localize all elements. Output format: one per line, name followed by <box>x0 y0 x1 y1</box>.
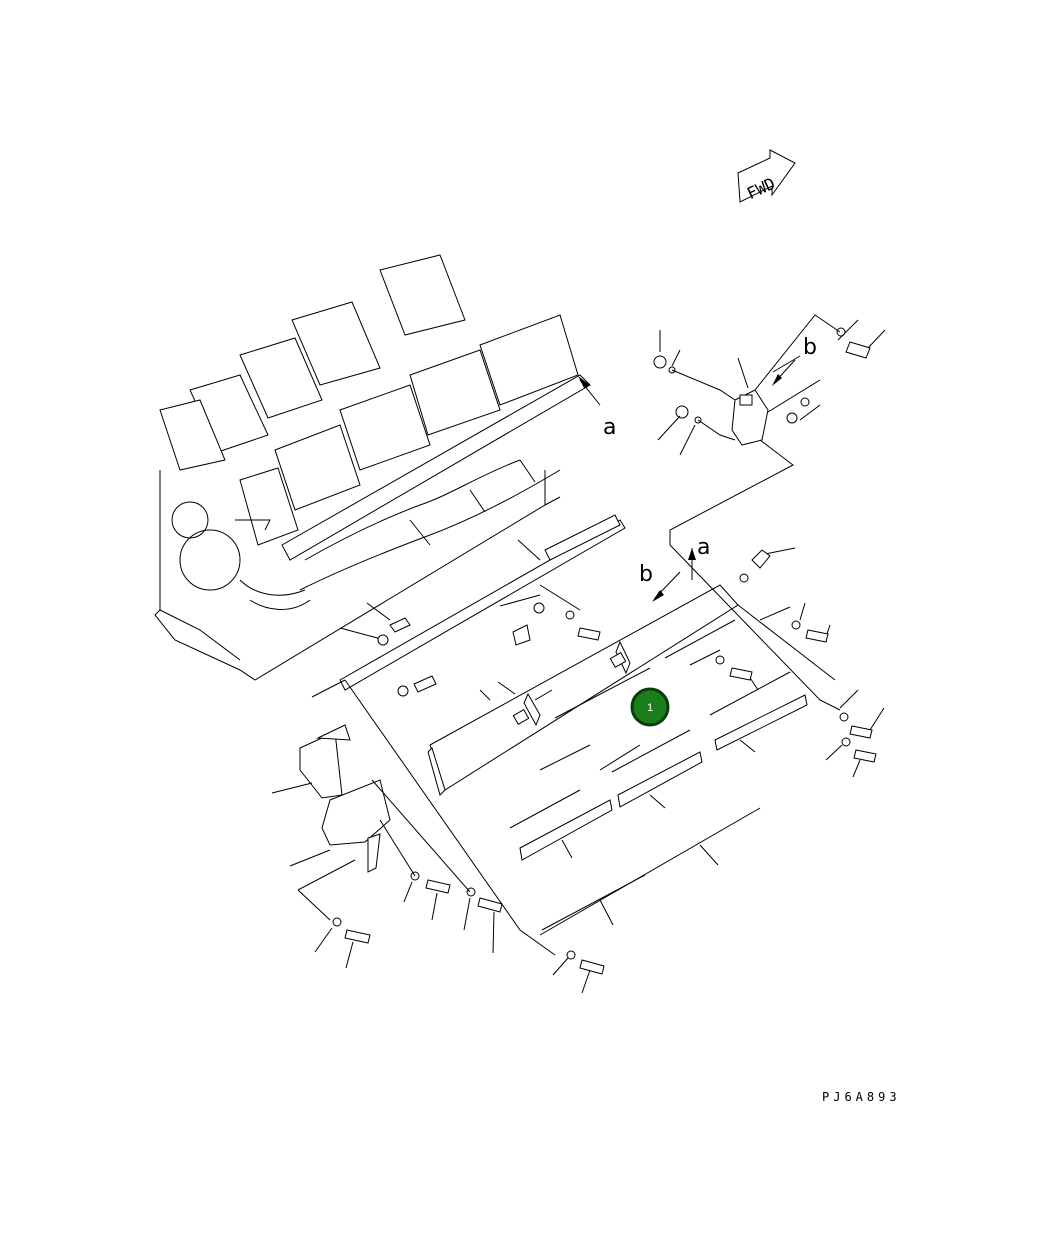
callout-b-lower: b <box>639 562 653 587</box>
lower-left-shields <box>271 689 885 994</box>
callout-arrows <box>578 359 796 602</box>
part-marker-1[interactable]: 1 <box>630 687 670 727</box>
drawing-code: PJ6A893 <box>822 1090 901 1104</box>
part-marker-label: 1 <box>647 702 653 714</box>
fasteners <box>332 549 877 975</box>
heat-shield-assembly <box>339 514 808 936</box>
callout-a-lower: a <box>697 535 710 560</box>
upper-bracket-group <box>653 314 886 545</box>
callout-b-upper: b <box>803 335 817 360</box>
callout-a-upper: a <box>603 415 616 440</box>
leader-lines <box>311 539 841 956</box>
engine-block <box>154 254 591 681</box>
fwd-arrow-icon: FWD <box>737 149 796 203</box>
